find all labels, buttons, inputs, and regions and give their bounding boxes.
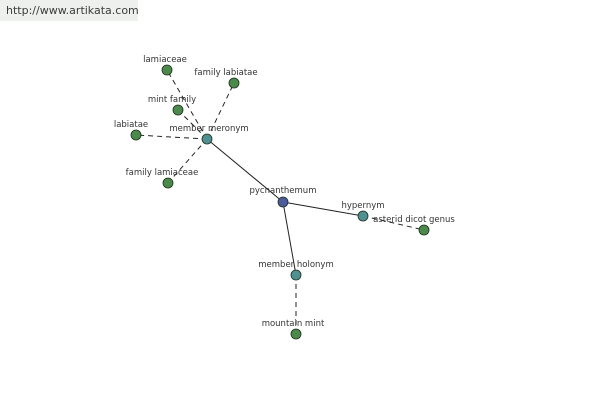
edge-member-meronym-to-mint-family: [177, 109, 208, 140]
edge-member-meronym-to-family-lamiaceae: [167, 138, 208, 184]
node-family-labiatae[interactable]: family labiatae: [194, 68, 258, 89]
node-marker-labiatae[interactable]: [130, 129, 142, 141]
edge-pycnanthemum-to-member-meronym: [206, 138, 284, 203]
node-label-hypernym: hypernym: [341, 201, 384, 211]
node-lamiaceae[interactable]: lamiaceae: [143, 55, 187, 76]
node-layer: pycnanthemum member meronym hypernym member…: [114, 55, 455, 340]
node-label-family-lamiaceae: family lamiaceae: [126, 168, 199, 178]
node-marker-mint-family[interactable]: [172, 104, 184, 116]
node-label-member-meronym: member meronym: [169, 124, 248, 134]
node-marker-mountain-mint[interactable]: [290, 328, 302, 340]
node-marker-family-labiatae[interactable]: [228, 77, 240, 89]
node-label-labiatae: labiatae: [114, 120, 148, 130]
node-label-mountain-mint: mountain mint: [262, 319, 325, 329]
node-member-holonym[interactable]: member holonym: [258, 260, 334, 281]
node-label-pycnanthemum: pycnanthemum: [250, 186, 317, 196]
edge-pycnanthemum-to-member-holonym: [282, 201, 297, 276]
node-labiatae[interactable]: labiatae: [114, 120, 148, 141]
node-family-lamiaceae[interactable]: family lamiaceae: [126, 168, 199, 189]
node-label-member-holonym: member holonym: [258, 260, 333, 270]
node-marker-member-holonym[interactable]: [290, 269, 302, 281]
node-marker-asterid-dicot-genus[interactable]: [418, 224, 430, 236]
node-mint-family[interactable]: mint family: [148, 95, 196, 116]
node-label-lamiaceae: lamiaceae: [143, 55, 187, 65]
node-label-family-labiatae: family labiatae: [194, 68, 257, 78]
node-asterid-dicot-genus[interactable]: asterid dicot genus: [373, 215, 455, 236]
url-banner[interactable]: http://www.artikata.com: [0, 0, 139, 21]
node-member-meronym[interactable]: member meronym: [169, 124, 249, 145]
node-hypernym[interactable]: hypernym: [341, 201, 385, 222]
node-pycnanthemum[interactable]: pycnanthemum: [250, 186, 317, 208]
node-mountain-mint[interactable]: mountain mint: [262, 319, 325, 340]
node-marker-lamiaceae[interactable]: [161, 64, 173, 76]
edge-member-meronym-to-lamiaceae: [166, 69, 208, 140]
edge-pycnanthemum-to-hypernym: [282, 201, 364, 217]
edge-layer: [135, 69, 425, 334]
node-marker-pycnanthemum[interactable]: [277, 196, 289, 208]
node-marker-family-lamiaceae[interactable]: [162, 177, 174, 189]
node-label-asterid-dicot-genus: asterid dicot genus: [373, 215, 455, 225]
node-marker-hypernym[interactable]: [357, 210, 369, 222]
node-label-mint-family: mint family: [148, 95, 196, 105]
edge-member-meronym-to-labiatae: [135, 134, 208, 140]
edge-hypernym-to-asterid-dicot-genus: [362, 215, 425, 231]
edge-member-meronym-to-family-labiatae: [206, 82, 235, 140]
node-marker-member-meronym[interactable]: [201, 133, 213, 145]
